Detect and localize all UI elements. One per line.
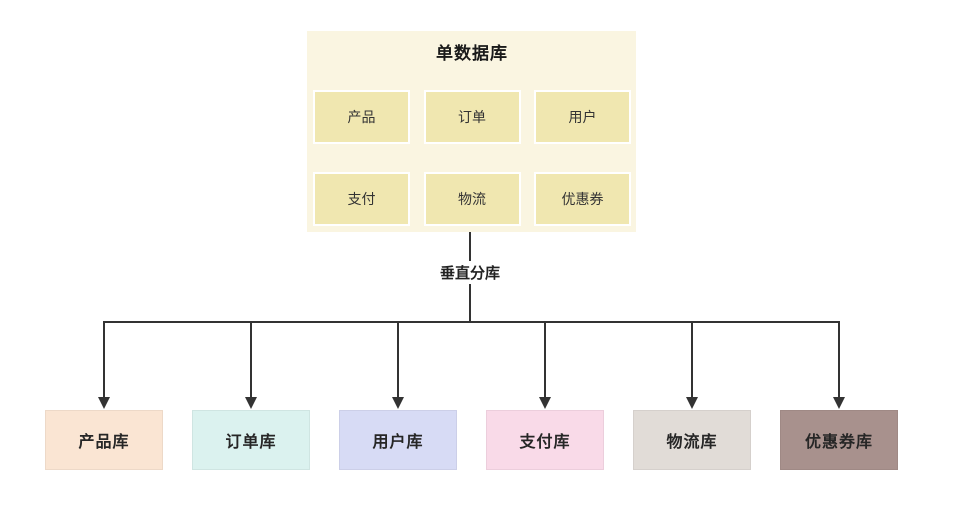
table-cell-payment: 支付 [313,172,410,226]
table-row: 产品 订单 用户 [313,90,631,144]
branch-line [397,322,399,398]
table-cell-user: 用户 [534,90,631,144]
branch-line [838,322,840,398]
node-payment-db: 支付库 [486,410,604,470]
vertical-split-label: 垂直分库 [435,261,505,284]
node-product-db: 产品库 [45,410,163,470]
arrowhead-down-icon [539,397,551,409]
arrowhead-down-icon [833,397,845,409]
arrowhead-down-icon [98,397,110,409]
node-order-db: 订单库 [192,410,310,470]
node-single-database: 单数据库 产品 订单 用户 支付 物流 优惠券 [307,31,636,232]
shard-label: 物流库 [666,434,718,451]
distribution-line [103,321,840,323]
table-cell-product: 产品 [313,90,410,144]
shard-label: 产品库 [78,434,130,451]
single-database-title: 单数据库 [436,44,508,63]
table-cell-order: 订单 [423,90,521,144]
arrowhead-down-icon [245,397,257,409]
shard-label: 用户库 [372,434,424,451]
arrowhead-down-icon [686,397,698,409]
node-coupon-db: 优惠券库 [780,410,898,470]
table-cell-coupon: 优惠券 [534,172,631,226]
shard-label: 支付库 [519,434,571,451]
node-logistics-db: 物流库 [633,410,751,470]
table-row: 支付 物流 优惠券 [313,172,631,226]
branch-line [691,322,693,398]
branch-line [250,322,252,398]
node-user-db: 用户库 [339,410,457,470]
arrowhead-down-icon [392,397,404,409]
branch-line [103,322,105,398]
table-cell-logistics: 物流 [423,172,521,226]
branch-line [544,322,546,398]
shard-label: 订单库 [225,434,277,451]
shard-label: 优惠券库 [804,434,873,451]
